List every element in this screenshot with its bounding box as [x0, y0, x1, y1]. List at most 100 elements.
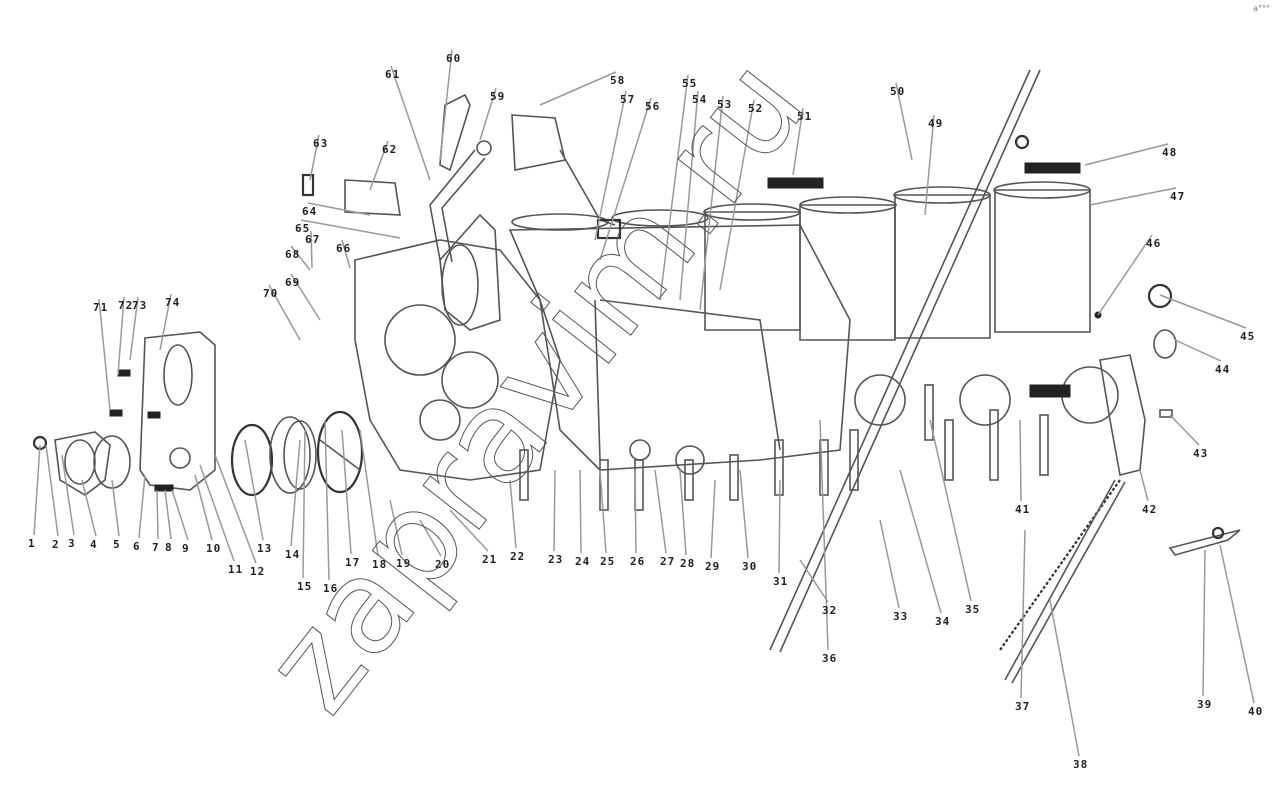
leader-line	[159, 293, 172, 351]
leader-line	[1169, 414, 1200, 446]
cover-plate	[1168, 526, 1241, 556]
leader-line	[45, 444, 59, 537]
part-label-13: 13	[257, 542, 272, 555]
leader-line	[341, 239, 351, 269]
part-label-41: 41	[1015, 503, 1030, 516]
main-bearing-caps	[849, 354, 1146, 491]
part-label-54: 54	[692, 93, 707, 106]
part-label-72: 72	[118, 299, 133, 312]
part-label-48: 48	[1162, 146, 1177, 159]
part-label-61: 61	[385, 68, 400, 81]
leader-line	[1049, 599, 1080, 757]
part-label-60: 60	[446, 52, 461, 65]
part-label-50: 50	[890, 85, 905, 98]
leader-line	[509, 479, 517, 549]
leader-line	[390, 65, 431, 181]
part-label-47: 47	[1170, 190, 1185, 203]
leader-line	[659, 74, 689, 301]
part-label-64: 64	[302, 205, 317, 218]
part-label-29: 29	[705, 560, 720, 573]
cylinder-liners	[703, 162, 1091, 341]
part-label-46: 46	[1146, 237, 1161, 250]
leader-line	[341, 429, 352, 555]
part-label-53: 53	[717, 98, 732, 111]
part-label-68: 68	[285, 248, 300, 261]
leader-line	[194, 474, 213, 541]
part-label-4: 4	[90, 538, 98, 551]
leader-line	[156, 489, 159, 540]
leader-line	[924, 114, 935, 216]
leader-line	[309, 134, 320, 181]
part-label-44: 44	[1215, 363, 1230, 376]
leader-lines	[33, 49, 1255, 757]
leader-line	[1020, 529, 1026, 699]
leader-line	[199, 464, 235, 562]
part-label-33: 33	[893, 610, 908, 623]
leader-line	[1084, 143, 1169, 166]
leader-line	[324, 419, 330, 581]
leader-line	[879, 519, 900, 609]
leader-line	[98, 298, 111, 411]
part-label-34: 34	[935, 615, 950, 628]
leader-line	[699, 95, 724, 311]
part-label-52: 52	[748, 102, 763, 115]
leader-line	[61, 454, 75, 536]
leader-line	[171, 489, 189, 541]
leader-line	[1019, 419, 1022, 502]
leader-line	[553, 469, 556, 552]
leader-line	[539, 71, 617, 106]
leader-line	[719, 99, 755, 291]
part-label-56: 56	[645, 100, 660, 113]
part-label-2: 2	[52, 538, 60, 551]
part-label-6: 6	[133, 540, 141, 553]
leader-line	[1097, 234, 1153, 316]
part-label-14: 14	[285, 548, 300, 561]
leader-line	[310, 230, 313, 269]
part-label-62: 62	[382, 143, 397, 156]
part-label-15: 15	[297, 580, 312, 593]
part-label-58: 58	[610, 74, 625, 87]
oil-rods	[999, 479, 1126, 684]
leader-line	[1219, 544, 1255, 704]
part-label-26: 26	[630, 555, 645, 568]
part-label-11: 11	[228, 563, 243, 576]
part-label-57: 57	[620, 93, 635, 106]
part-label-74: 74	[165, 296, 180, 309]
leader-line	[594, 90, 627, 241]
parts-drawing	[32, 69, 1241, 684]
leader-line	[369, 140, 389, 191]
leader-line	[654, 469, 667, 554]
leader-line	[307, 202, 371, 216]
leader-line	[634, 469, 637, 554]
dipstick-tube	[769, 69, 1041, 653]
corner-mark: a°°°	[1253, 4, 1270, 13]
leader-line	[244, 439, 264, 541]
part-label-20: 20	[435, 558, 450, 571]
leader-line	[439, 49, 453, 161]
part-label-28: 28	[680, 557, 695, 570]
part-label-32: 32	[822, 604, 837, 617]
part-label-37: 37	[1015, 700, 1030, 713]
leader-line	[214, 454, 257, 564]
part-label-31: 31	[773, 575, 788, 588]
leader-line	[579, 469, 582, 554]
leader-line	[117, 296, 125, 376]
leader-line	[929, 419, 972, 602]
leader-line	[290, 273, 321, 321]
timing-cover	[354, 213, 561, 481]
leader-line	[389, 499, 403, 556]
leader-line	[792, 107, 804, 176]
part-label-21: 21	[482, 553, 497, 566]
rear-seal-housing	[32, 431, 131, 496]
leader-line	[359, 429, 379, 557]
part-label-40: 40	[1248, 705, 1263, 718]
leader-line	[1159, 294, 1247, 329]
part-label-45: 45	[1240, 330, 1255, 343]
leader-line	[419, 519, 442, 557]
cylinder-block	[508, 209, 851, 475]
leader-line	[1174, 339, 1222, 362]
part-label-65: 65	[295, 222, 310, 235]
part-label-42: 42	[1142, 503, 1157, 516]
leader-line	[679, 90, 699, 301]
